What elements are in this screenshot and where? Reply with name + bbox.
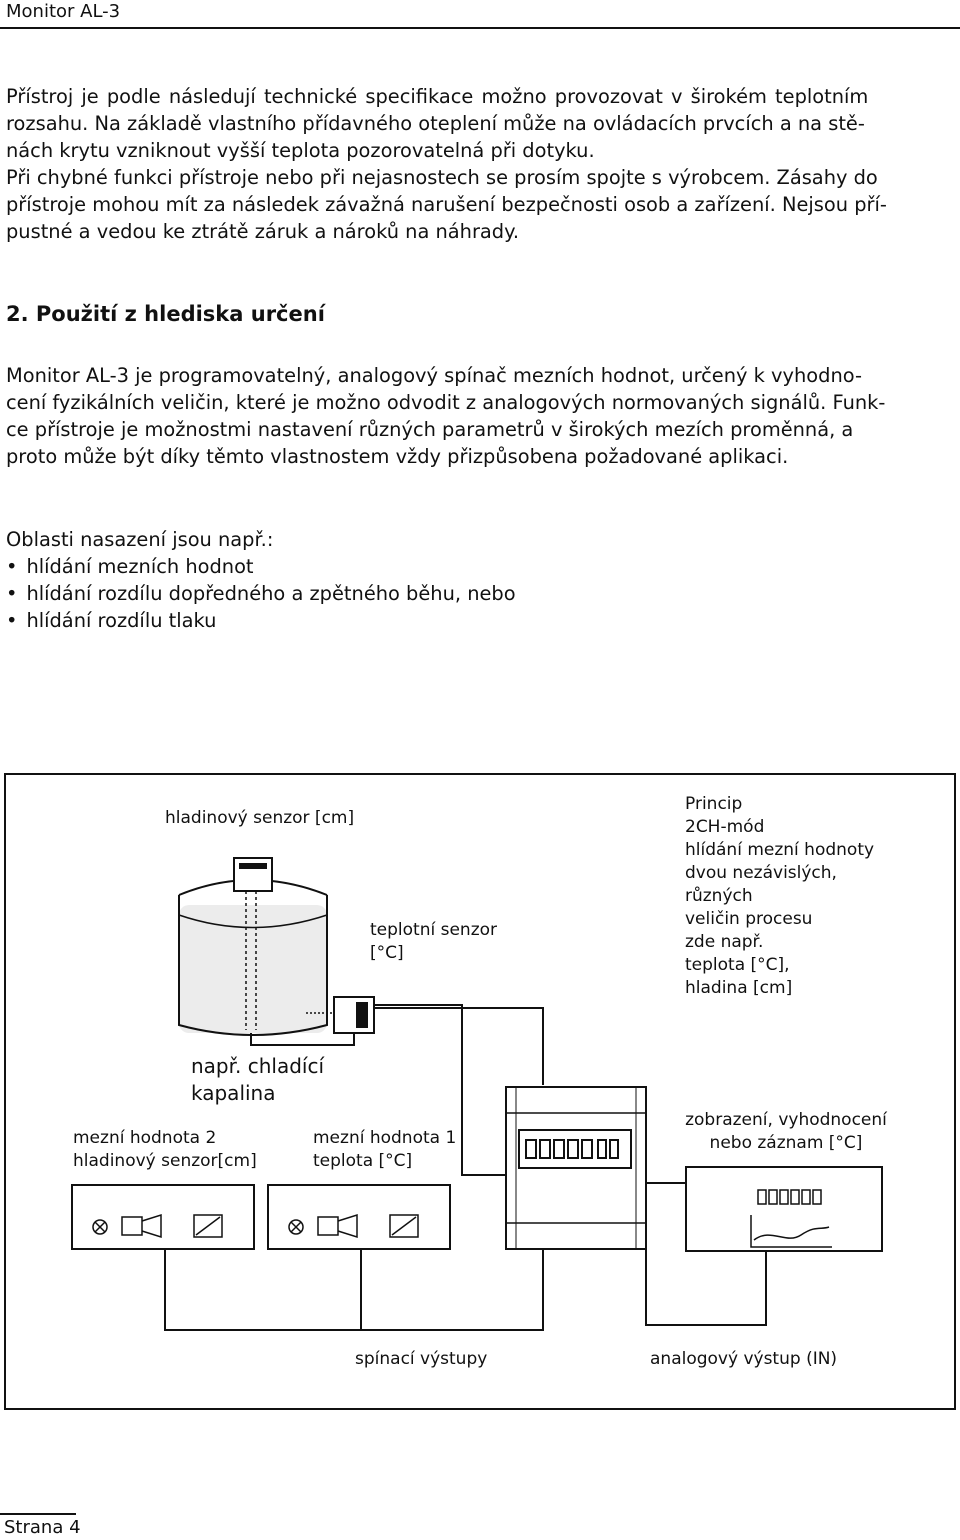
intro-line: rozsahu. Na základě vlastního přídavného… bbox=[6, 112, 865, 135]
coolant-label: např. chladící kapalina bbox=[191, 1053, 324, 1107]
recorder-box bbox=[685, 1166, 883, 1252]
intro-line: Přístroj je podle následují technické sp… bbox=[6, 85, 869, 108]
limit1-label-line: mezní hodnota 1 bbox=[313, 1128, 457, 1148]
principle-note: Princip 2CH-mód hlídání mezní hodnoty dv… bbox=[685, 793, 874, 1000]
intro-line: pustné a vedou ke ztrátě záruk a nároků … bbox=[6, 220, 519, 243]
device-display bbox=[518, 1129, 632, 1169]
section-heading: 2. Použití z hlediska určení bbox=[6, 302, 325, 326]
footer-rule bbox=[0, 1513, 76, 1515]
principle-line: 2CH-mód bbox=[685, 817, 765, 837]
display-label: zobrazení, vyhodnocení nebo záznam [°C] bbox=[666, 1109, 906, 1155]
page-number: Strana 4 bbox=[4, 1517, 81, 1538]
output-wire-1 bbox=[360, 1248, 544, 1331]
coolant-label-line: např. chladící bbox=[191, 1054, 325, 1078]
page-header-title: Monitor AL-3 bbox=[6, 1, 121, 22]
display-label-line: nebo záznam [°C] bbox=[709, 1133, 863, 1153]
intro-line: nách krytu vzniknout vyšší teplota pozor… bbox=[6, 139, 595, 162]
temp-sensor-wire bbox=[354, 1007, 544, 1085]
analog-output-label: analogový výstup (IN) bbox=[650, 1349, 838, 1369]
output-box-1 bbox=[267, 1184, 451, 1250]
application-diagram bbox=[71, 857, 883, 1331]
display-label-line: zobrazení, vyhodnocení bbox=[685, 1110, 887, 1130]
principle-line: dvou nezávislých, bbox=[685, 863, 837, 883]
limit2-label: mezní hodnota 2 hladinový senzor[cm] bbox=[73, 1127, 257, 1173]
temp-sensor-label-line: [°C] bbox=[370, 943, 404, 963]
section-line: ce přístroje je možnostmi nastavení různ… bbox=[6, 418, 854, 441]
temp-sensor-label-line: teplotní senzor bbox=[370, 920, 498, 940]
coolant-label-line: kapalina bbox=[191, 1081, 276, 1105]
principle-line: různých bbox=[685, 886, 753, 906]
section-line: proto může být díky těmto vlastnostem vž… bbox=[6, 445, 789, 468]
header-rule bbox=[0, 27, 960, 29]
output-wire-2 bbox=[164, 1248, 361, 1331]
section-line: Monitor AL-3 je programovatelný, analogo… bbox=[6, 364, 862, 387]
section-paragraph: Monitor AL-3 je programovatelný, analogo… bbox=[6, 362, 958, 470]
intro-line: přístroje mohou mít za následek závažná … bbox=[6, 193, 887, 216]
principle-line: Princip bbox=[685, 794, 743, 814]
intro-paragraph: Přístroj je podle následují technické sp… bbox=[6, 83, 958, 245]
limit1-label-line: teplota [°C] bbox=[313, 1151, 413, 1171]
tank-illustration bbox=[178, 857, 375, 1036]
temp-sensor-label: teplotní senzor [°C] bbox=[370, 919, 497, 965]
monitor-device bbox=[505, 1086, 647, 1250]
switching-outputs-label: spínací výstupy bbox=[355, 1349, 488, 1369]
principle-line: hladina [cm] bbox=[685, 978, 793, 998]
limit2-label-line: hladinový senzor[cm] bbox=[73, 1151, 257, 1171]
uses-list-item: hlídání rozdílu tlaku bbox=[6, 607, 516, 634]
principle-line: teplota [°C], bbox=[685, 955, 790, 975]
uses-list: hlídání mezních hodnot hlídání rozdílu d… bbox=[6, 553, 516, 634]
principle-line: zde např. bbox=[685, 932, 764, 952]
uses-intro: Oblasti nasazení jsou např.: bbox=[6, 528, 274, 551]
uses-list-item: hlídání rozdílu dopředného a zpětného bě… bbox=[6, 580, 515, 607]
limit1-label: mezní hodnota 1 teplota [°C] bbox=[313, 1127, 456, 1173]
output-box-2 bbox=[71, 1184, 255, 1250]
principle-line: hlídání mezní hodnoty bbox=[685, 840, 875, 860]
input-wire bbox=[354, 1004, 506, 1176]
section-line: cení fyzikálních veličin, které je možno… bbox=[6, 391, 886, 414]
level-sensor-label: hladinový senzor [cm] bbox=[165, 808, 355, 828]
level-sensor-head bbox=[233, 857, 273, 892]
analog-wire-bottom bbox=[645, 1235, 767, 1326]
application-figure: hladinový senzor [cm] teplotní senzor [°… bbox=[4, 773, 956, 1410]
principle-line: veličin procesu bbox=[685, 909, 813, 929]
intro-line: Při chybné funkci přístroje nebo při nej… bbox=[6, 166, 878, 189]
uses-list-item: hlídání mezních hodnot bbox=[6, 553, 516, 580]
limit2-label-line: mezní hodnota 2 bbox=[73, 1128, 217, 1148]
